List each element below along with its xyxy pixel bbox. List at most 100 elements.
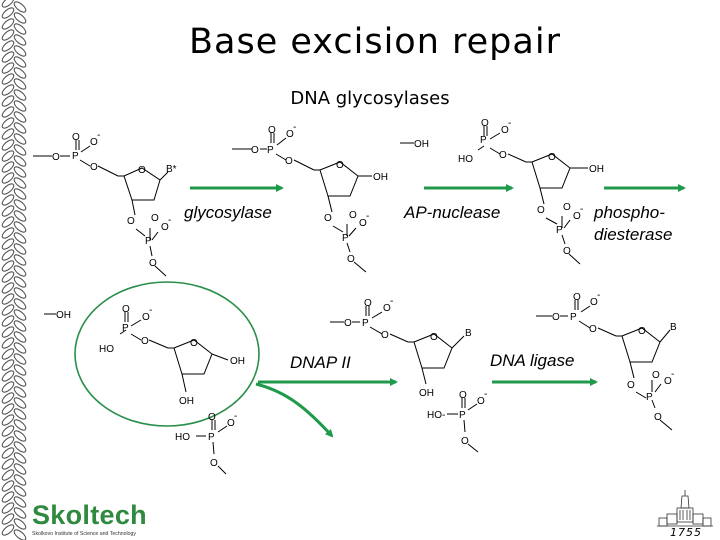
chain-link [1, 40, 15, 52]
chain-link [13, 298, 27, 310]
atom-o: O [268, 125, 276, 136]
group-ho: HO [175, 432, 190, 443]
atom-o: O [127, 216, 135, 227]
molecule-free-phosphate-labels: HO P O O - O [175, 411, 237, 469]
charge-minus: - [484, 389, 487, 400]
chain-link [13, 122, 27, 134]
charge-minus: - [234, 411, 237, 422]
atom-o: O [190, 338, 198, 349]
molecule-repaired-nucleotide-labels: O P O O - O O B O O P O - O [552, 290, 677, 423]
chain-link [13, 67, 27, 79]
chain-link [13, 265, 27, 277]
chain-link [1, 62, 15, 74]
atom-o: O [161, 222, 169, 233]
chain-link [13, 100, 27, 112]
logo-name: Skoltech [32, 500, 147, 530]
atom-p: P [570, 312, 577, 323]
group-ho: HO- [427, 410, 445, 421]
chain-link [1, 381, 15, 393]
molecule-repaired-nucleotide [536, 300, 673, 431]
atom-o: O [324, 213, 332, 224]
chain-link [1, 172, 15, 184]
atom-o: O [141, 336, 149, 347]
atom-o: O [90, 162, 98, 173]
atom-o: O [336, 160, 344, 171]
chain-link [1, 260, 15, 272]
atom-p: P [646, 392, 653, 403]
atom-o: O [552, 312, 560, 323]
chain-link [1, 216, 15, 228]
chain-link [1, 271, 15, 283]
molecule-deoxyribose-phosphate-labels: O O - P HO O O OH OH [99, 304, 245, 407]
molecule-free-phosphate [196, 420, 228, 475]
university-building-icon [657, 490, 713, 527]
slide-title: Base excision repair [189, 22, 561, 62]
atom-o: O [208, 412, 216, 423]
atom-o: O [430, 332, 438, 343]
label-dnap: DNAP II [290, 353, 351, 372]
chain-link [13, 89, 27, 101]
label-ap-nuclease: AP-nuclease [403, 203, 500, 222]
charge-minus: - [97, 130, 100, 141]
chain-link [1, 128, 15, 140]
chain-link [1, 205, 15, 217]
charge-minus: - [293, 122, 296, 133]
atom-o: O [548, 152, 556, 163]
chain-link [13, 188, 27, 200]
molecule-damaged-nucleotide [33, 140, 169, 277]
atom-p: P [556, 225, 563, 236]
chain-link [13, 496, 27, 508]
atom-o: O [590, 297, 598, 308]
chain-link [1, 0, 15, 8]
chain-link [1, 425, 15, 437]
chain-link [13, 177, 27, 189]
chain-link [13, 221, 27, 233]
atom-p: P [362, 318, 369, 329]
chain-link [1, 469, 15, 481]
atom-o: O [210, 458, 218, 469]
chain-link [1, 326, 15, 338]
logo-tagline: Skolkovo Institute of Science and Techno… [32, 531, 137, 537]
chain-link [13, 375, 27, 387]
molecule-new-nucleotide [330, 306, 465, 385]
atom-o: O [627, 380, 635, 391]
chain-link [1, 238, 15, 250]
base-label: B [670, 322, 677, 333]
charge-minus: - [597, 290, 600, 301]
chain-link [1, 249, 15, 261]
atom-o: O [589, 324, 597, 335]
atom-o: O [383, 303, 391, 314]
chain-link [13, 507, 27, 519]
base-label: B [465, 328, 472, 339]
atom-o: O [652, 370, 660, 381]
atom-o: O [654, 412, 662, 423]
atom-o: O [344, 318, 352, 329]
atom-p: P [459, 410, 466, 421]
chain-link [1, 436, 15, 448]
atom-o: O [142, 312, 150, 323]
chain-link [1, 414, 15, 426]
chain-link [13, 133, 27, 145]
molecule-downstream-phosphate-labels: HO- P O O - O [427, 389, 487, 447]
chain-link [13, 34, 27, 46]
base-label: B* [166, 164, 177, 175]
chain-link [1, 513, 15, 525]
molecule-deoxyribose-phosphate [119, 312, 229, 393]
atom-p: P [72, 151, 79, 162]
chain-link [1, 370, 15, 382]
chain-link [13, 463, 27, 475]
atom-o: O [251, 145, 259, 156]
group-oh: OH [230, 356, 245, 367]
group-oh: OH [56, 310, 71, 321]
atom-o: O [381, 330, 389, 341]
label-dna-ligase: DNA ligase [490, 351, 574, 370]
chain-link [13, 78, 27, 90]
group-oh: OH [179, 396, 194, 407]
molecule-new-nucleotide-labels: O P O O - O O B OH [344, 296, 472, 399]
chain-link [13, 529, 27, 540]
chain-link [13, 309, 27, 321]
atom-o: O [638, 326, 646, 337]
chain-link [13, 155, 27, 167]
chain-link [13, 111, 27, 123]
